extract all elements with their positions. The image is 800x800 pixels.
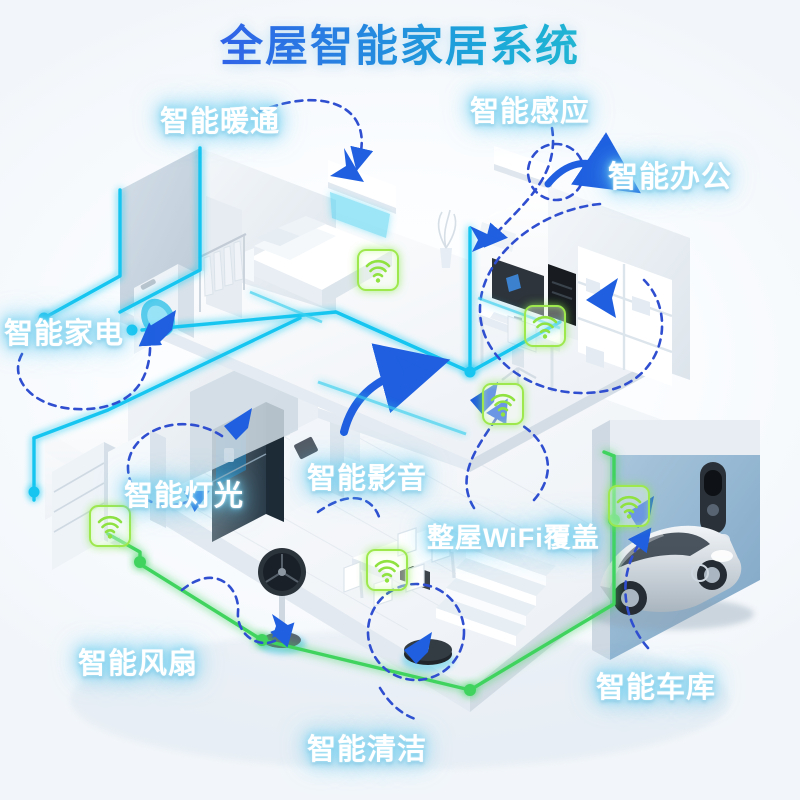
bookshelf-graphic (577, 246, 673, 386)
label-cleaning: 智能清洁 (307, 734, 428, 766)
bedroom-wifi-icon[interactable] (357, 249, 399, 291)
label-office: 智能办公 (608, 161, 732, 194)
label-appliance: 智能家电 (4, 318, 125, 350)
outline-node (464, 684, 476, 696)
label-hvac: 智能暖通 (160, 106, 281, 138)
outline-node (126, 324, 138, 336)
solid-arrows (150, 132, 654, 664)
outline-node (28, 486, 40, 498)
kitchen-cabinet (290, 412, 344, 512)
dining-wifi-icon[interactable] (366, 549, 408, 591)
label-wifi: 整屋WiFi覆盖 (427, 523, 600, 553)
plant-graphic (437, 209, 457, 268)
garage-wifi-icon[interactable] (608, 485, 650, 527)
office-chair-graphic (501, 315, 537, 386)
label-lighting: 智能灯光 (124, 480, 245, 512)
laundry-wifi-icon[interactable] (89, 505, 131, 547)
page-title: 全屋智能家居系统 (0, 12, 800, 74)
label-garage: 智能车库 (596, 672, 717, 704)
outline-node (38, 312, 50, 324)
label-sensing: 智能感应 (470, 96, 591, 128)
ceiling-cassette-graphic (494, 146, 552, 190)
label-av: 智能影音 (307, 463, 428, 495)
outline-node (256, 634, 268, 646)
outline-node (464, 366, 476, 378)
living-wifi-icon[interactable] (482, 383, 524, 425)
laundry-appliances (52, 430, 166, 570)
outline-node (134, 556, 146, 568)
office-wifi-icon[interactable] (524, 305, 566, 347)
clothes-rack-graphic (197, 233, 247, 312)
label-fan: 智能风扇 (78, 648, 199, 680)
